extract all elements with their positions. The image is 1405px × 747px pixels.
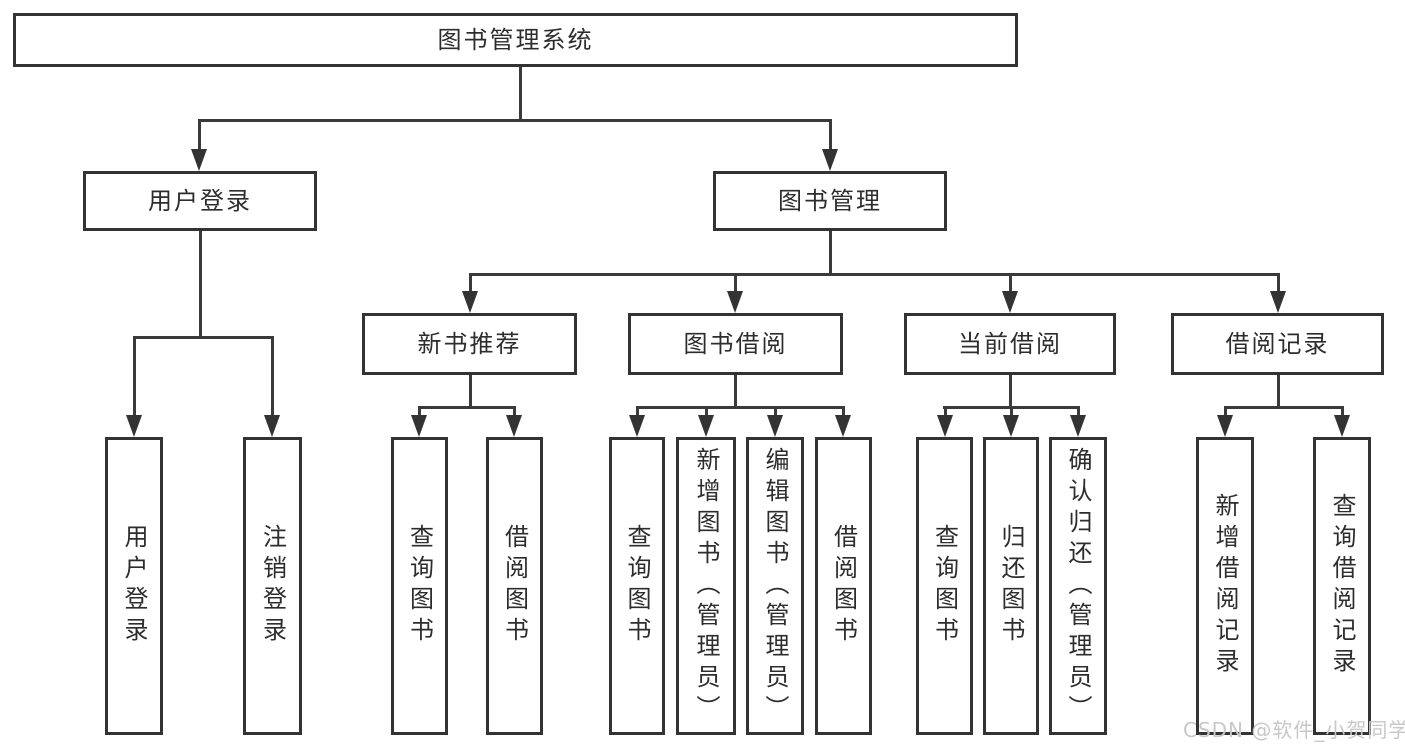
leaf-newbook-query-label: 查询图书 bbox=[405, 524, 434, 648]
leaf-current-query-label: 查询图书 bbox=[930, 524, 959, 648]
arrowhead-icon bbox=[126, 415, 142, 437]
arrowhead-icon bbox=[767, 415, 783, 437]
connector-line bbox=[469, 273, 1279, 276]
node-book-mgmt-label: 图书管理 bbox=[778, 187, 882, 215]
leaf-current-confirm-label: 确认归还（管理员） bbox=[1064, 446, 1092, 726]
connector-line bbox=[1341, 406, 1344, 420]
connector-line bbox=[418, 406, 516, 409]
connector-line bbox=[198, 119, 201, 153]
connector-line bbox=[1077, 406, 1080, 420]
connector-line bbox=[829, 231, 832, 273]
connector-line bbox=[199, 119, 831, 122]
connector-line bbox=[705, 406, 708, 420]
arrowhead-icon bbox=[727, 291, 743, 313]
connector-line bbox=[133, 336, 136, 420]
connector-line bbox=[774, 406, 777, 420]
leaf-current-return: 归还图书 bbox=[983, 437, 1039, 735]
connector-line bbox=[636, 406, 639, 420]
node-book-borrow: 图书借阅 bbox=[628, 313, 843, 375]
arrowhead-icon bbox=[1070, 415, 1086, 437]
leaf-logout-login: 注销登录 bbox=[243, 437, 302, 735]
arrowhead-icon bbox=[506, 415, 522, 437]
connector-line bbox=[1277, 273, 1280, 296]
leaf-records-add: 新增借阅记录 bbox=[1196, 437, 1254, 735]
leaf-records-query-label: 查询借阅记录 bbox=[1328, 493, 1356, 679]
arrowhead-icon bbox=[1334, 415, 1350, 437]
leaf-user-login-label: 用户登录 bbox=[120, 524, 148, 648]
connector-line bbox=[133, 336, 274, 339]
leaf-current-query: 查询图书 bbox=[916, 437, 973, 735]
arrowhead-icon bbox=[1270, 291, 1286, 313]
connector-line bbox=[513, 406, 516, 420]
connector-line bbox=[1277, 375, 1280, 406]
arrowhead-icon bbox=[835, 415, 851, 437]
leaf-borrow-query: 查询图书 bbox=[609, 437, 665, 735]
arrowhead-icon bbox=[937, 415, 953, 437]
node-new-book-rec-label: 新书推荐 bbox=[417, 330, 522, 358]
connector-line bbox=[1010, 406, 1013, 420]
node-root: 图书管理系统 bbox=[13, 13, 1018, 67]
leaf-user-login: 用户登录 bbox=[105, 437, 163, 735]
node-new-book-rec: 新书推荐 bbox=[362, 313, 577, 375]
connector-line bbox=[829, 119, 832, 153]
leaf-current-confirm: 确认归还（管理员） bbox=[1049, 437, 1107, 735]
leaf-borrow-edit: 编辑图书（管理员） bbox=[746, 437, 804, 735]
arrowhead-icon bbox=[411, 415, 427, 437]
leaf-borrow-lend: 借阅图书 bbox=[815, 437, 872, 735]
connector-line bbox=[519, 66, 522, 119]
connector-line bbox=[469, 375, 472, 406]
leaf-newbook-borrow-label: 借阅图书 bbox=[500, 524, 529, 648]
arrowhead-icon bbox=[462, 291, 478, 313]
node-book-borrow-label: 图书借阅 bbox=[683, 330, 788, 358]
leaf-records-add-label: 新增借阅记录 bbox=[1211, 493, 1239, 679]
leaf-borrow-query-label: 查询图书 bbox=[623, 524, 651, 648]
connector-line bbox=[199, 231, 202, 336]
connector-line bbox=[636, 406, 845, 409]
leaf-borrow-edit-label: 编辑图书（管理员） bbox=[761, 446, 789, 726]
leaf-logout-login-label: 注销登录 bbox=[258, 524, 287, 648]
arrowhead-icon bbox=[191, 149, 207, 171]
watermark-text: CSDN @软件_小贺同学 bbox=[1183, 718, 1405, 742]
node-borrow-records-label: 借阅记录 bbox=[1225, 330, 1330, 358]
connector-line bbox=[469, 273, 472, 296]
leaf-newbook-borrow: 借阅图书 bbox=[486, 437, 543, 735]
arrowhead-icon bbox=[629, 415, 645, 437]
node-book-mgmt: 图书管理 bbox=[713, 171, 947, 231]
arrowhead-icon bbox=[264, 415, 280, 437]
connector-line bbox=[734, 375, 737, 406]
node-user-login-module-label: 用户登录 bbox=[148, 187, 252, 215]
connector-line bbox=[418, 406, 421, 420]
arrowhead-icon bbox=[1217, 415, 1233, 437]
connector-line bbox=[271, 336, 274, 420]
node-current-borrow: 当前借阅 bbox=[904, 313, 1116, 375]
arrowhead-icon bbox=[822, 149, 838, 171]
connector-line bbox=[944, 406, 947, 420]
leaf-records-query: 查询借阅记录 bbox=[1313, 437, 1371, 735]
leaf-borrow-add-label: 新增图书（管理员） bbox=[692, 446, 720, 726]
connector-line bbox=[734, 273, 737, 296]
connector-line bbox=[1224, 406, 1227, 420]
leaf-borrow-lend-label: 借阅图书 bbox=[829, 524, 858, 648]
node-root-label: 图书管理系统 bbox=[437, 26, 594, 54]
connector-line bbox=[1009, 273, 1012, 296]
connector-line bbox=[842, 406, 845, 420]
connector-line bbox=[1224, 406, 1344, 409]
arrowhead-icon bbox=[698, 415, 714, 437]
leaf-borrow-add: 新增图书（管理员） bbox=[676, 437, 736, 735]
leaf-current-return-label: 归还图书 bbox=[997, 524, 1025, 648]
connector-line bbox=[1009, 375, 1012, 406]
node-current-borrow-label: 当前借阅 bbox=[958, 330, 1062, 358]
node-user-login-module: 用户登录 bbox=[83, 171, 317, 231]
arrowhead-icon bbox=[1003, 415, 1019, 437]
node-borrow-records: 借阅记录 bbox=[1171, 313, 1384, 375]
leaf-newbook-query: 查询图书 bbox=[391, 437, 448, 735]
arrowhead-icon bbox=[1002, 291, 1018, 313]
